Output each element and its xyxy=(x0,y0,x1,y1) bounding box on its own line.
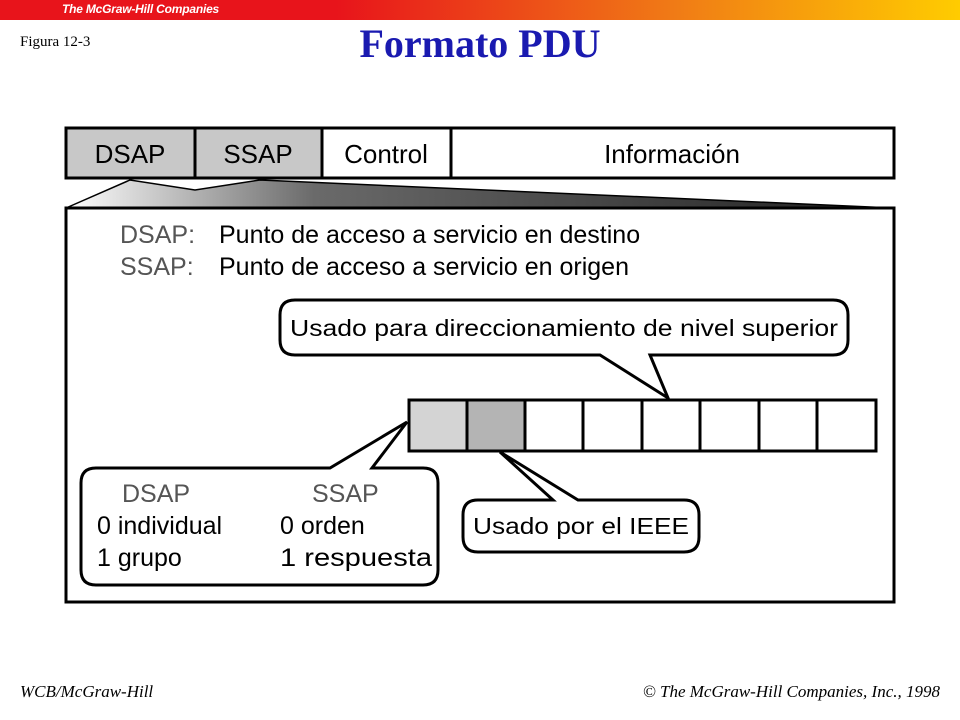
address-bits xyxy=(407,398,878,453)
bit-dsap xyxy=(407,398,469,453)
bit xyxy=(523,398,585,453)
footer-publisher: WCB/McGraw-Hill xyxy=(20,682,154,701)
bits-ssap-0: 0 orden xyxy=(280,512,365,540)
field-ssap-label: SSAP xyxy=(223,139,292,169)
bit-ssap xyxy=(465,398,527,453)
footer-copyright: © The McGraw-Hill Companies, Inc., 1998 xyxy=(642,682,940,701)
page-title: Formato PDU xyxy=(359,21,601,66)
bits-ssap-header: SSAP xyxy=(312,480,379,508)
pdu-field-row: DSAP SSAP Control Información xyxy=(64,126,896,180)
top-banner: The McGraw-Hill Companies xyxy=(0,0,960,20)
field-ssap xyxy=(193,126,324,180)
ssap-term: SSAP: xyxy=(120,253,194,281)
field-dsap xyxy=(64,126,197,180)
callout-bits-bubble xyxy=(79,420,440,587)
bits-dsap-header: DSAP xyxy=(122,480,190,508)
field-informacion xyxy=(449,126,896,180)
ssap-definition: Punto de acceso a servicio en origen xyxy=(219,253,629,281)
bits-dsap-0: 0 individual xyxy=(97,512,222,540)
bit xyxy=(698,398,761,453)
field-dsap-label: DSAP xyxy=(95,139,166,169)
bit xyxy=(815,398,878,453)
field-control-label: Control xyxy=(344,139,428,169)
zoom-wedge xyxy=(65,179,895,209)
callout-ieee-text: Usado por el IEEE xyxy=(473,513,689,539)
callout-ieee-bubble xyxy=(461,450,701,554)
callout-upper-text: Usado para direccionamiento de nivel sup… xyxy=(290,315,838,341)
figure-label: Figura 12-3 xyxy=(20,34,91,50)
bit xyxy=(581,398,644,453)
bits-ssap-1: 1 respuesta xyxy=(280,544,432,572)
bit xyxy=(640,398,702,453)
bits-dsap-1: 1 grupo xyxy=(97,544,182,572)
callout-upper-bubble xyxy=(278,298,850,402)
field-informacion-label: Información xyxy=(604,139,740,169)
dsap-term: DSAP: xyxy=(120,221,195,249)
brand-logo: The McGraw-Hill Companies xyxy=(62,2,220,16)
dsap-definition: Punto de acceso a servicio en destino xyxy=(219,221,640,249)
bit xyxy=(757,398,819,453)
